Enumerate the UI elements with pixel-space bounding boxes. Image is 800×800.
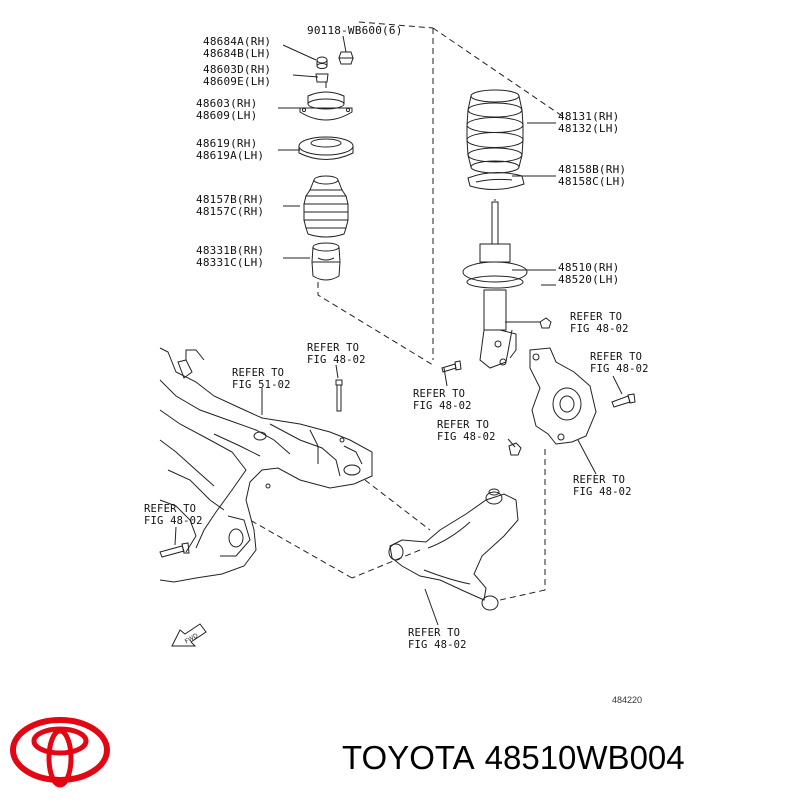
label-insulator: 48158B(RH) 48158C(LH)	[558, 163, 627, 188]
part-number: 48510WB004	[484, 739, 685, 776]
refer-callout: REFER TO FIG 51-02	[232, 367, 291, 391]
coil-spring-part	[466, 89, 524, 174]
shock-absorber-part	[462, 199, 528, 369]
bearing-part	[298, 136, 354, 160]
bolt-part	[441, 360, 462, 373]
fwd-arrow-icon: FWD	[171, 623, 207, 647]
refer-callout: REFER TO FIG 48-02	[437, 419, 496, 443]
dust-cap-part	[316, 56, 328, 69]
label-shock-absorber: 48510(RH) 48520(LH)	[558, 261, 620, 286]
leader-lines	[174, 35, 623, 626]
bumper-part	[311, 242, 341, 281]
refer-callout: REFER TO FIG 48-02	[413, 388, 472, 412]
label-suspension-support: 48603(RH) 48609(LH)	[196, 97, 258, 122]
label-bearing: 48619(RH) 48619A(LH)	[196, 137, 265, 162]
steering-knuckle-part	[529, 347, 597, 445]
nut-part	[508, 442, 522, 456]
nut-part	[539, 317, 552, 329]
diagram-number: 484220	[612, 695, 643, 705]
brand-name: TOYOTA	[342, 739, 475, 776]
insulator-part	[467, 172, 525, 190]
boot-part	[303, 175, 349, 238]
label-dust-cap: 48684A(RH) 48684B(LH)	[203, 35, 272, 60]
label-coil-spring: 48131(RH) 48132(LH)	[558, 110, 620, 135]
label-support-nut: 48603D(RH) 48609E(LH)	[203, 63, 272, 88]
nut-part	[338, 51, 354, 65]
bolt-part	[159, 542, 190, 558]
label-bumper: 48331B(RH) 48331C(LH)	[196, 244, 265, 269]
refer-callout: REFER TO FIG 48-02	[307, 342, 366, 366]
support-nut-part	[315, 73, 329, 83]
bolt-part	[611, 393, 636, 408]
refer-callout: REFER TO FIG 48-02	[408, 627, 467, 651]
refer-callout: REFER TO FIG 48-02	[590, 351, 649, 375]
assembly-dashed-lines	[249, 21, 569, 601]
label-boot: 48157B(RH) 48157C(RH)	[196, 193, 265, 218]
refer-callout: REFER TO FIG 48-02	[573, 474, 632, 498]
bolt-part	[335, 379, 343, 412]
crossmember-part	[159, 347, 373, 583]
label-nut-set: 90118-WB600(6)	[307, 24, 403, 37]
lower-control-arm-part	[388, 488, 519, 611]
toyota-logo-icon	[10, 717, 110, 788]
refer-callout: REFER TO FIG 48-02	[570, 311, 629, 335]
refer-callout: REFER TO FIG 48-02	[144, 503, 203, 527]
suspension-support-part	[299, 82, 353, 121]
